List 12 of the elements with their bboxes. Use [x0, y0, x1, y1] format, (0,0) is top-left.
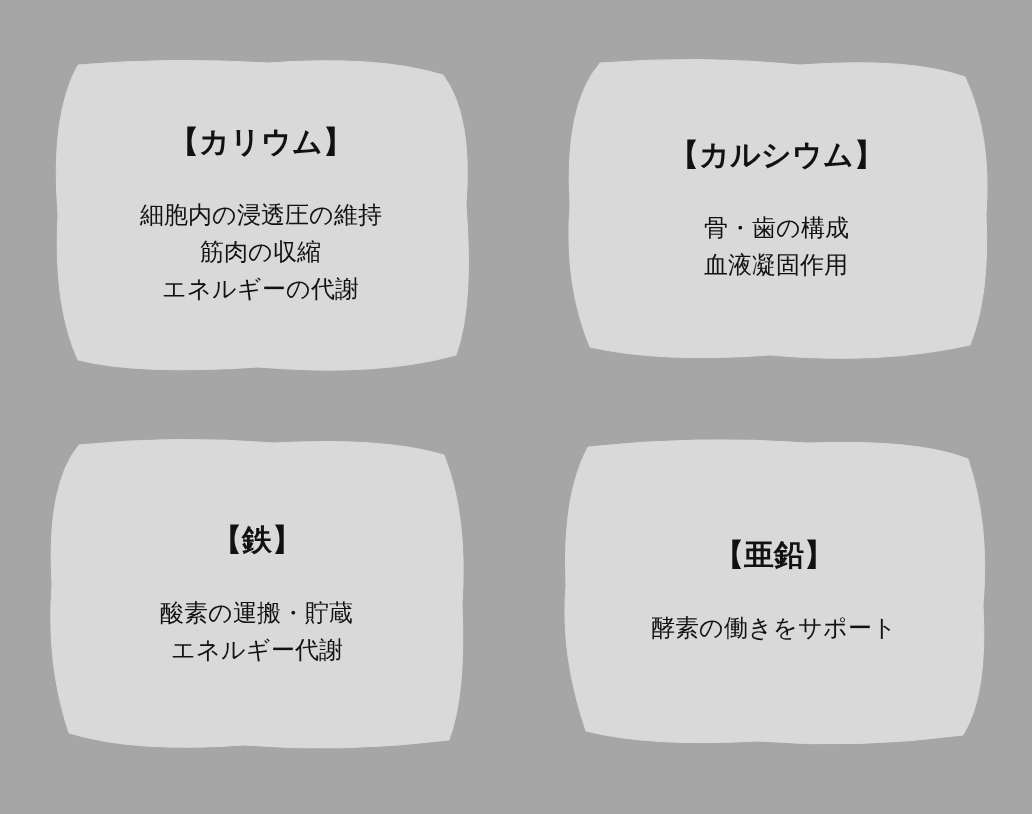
card-text: エネルギーの代謝 [162, 274, 359, 305]
card-heading: 【亜鉛】 [714, 536, 834, 574]
card-text: 血液凝固作用 [704, 249, 848, 281]
card-text: 細胞内の浸透圧の維持 [139, 200, 382, 231]
card-text: エネルギー代謝 [170, 634, 343, 666]
card-heading: 【カリウム】 [168, 123, 353, 161]
card-text: 酵素の働きをサポート [651, 613, 897, 644]
card-text: 骨・歯の構成 [703, 212, 849, 244]
card-heading: 【鉄】 [211, 520, 302, 559]
card-text: 酸素の運搬・貯蔵 [160, 597, 353, 629]
card-text: 筋肉の収縮 [200, 237, 321, 268]
card-heading: 【カルシウム】 [668, 135, 884, 174]
